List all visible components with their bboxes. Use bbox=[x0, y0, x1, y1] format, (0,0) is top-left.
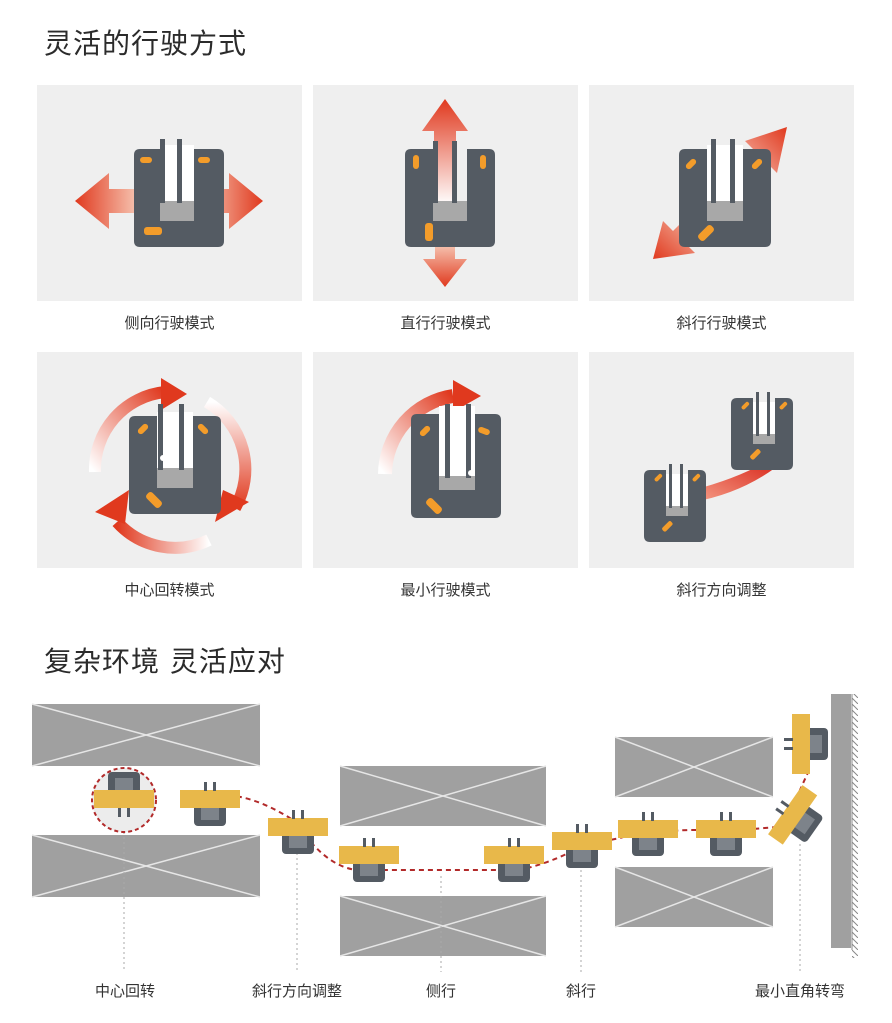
vehicle-icon bbox=[411, 404, 501, 518]
vehicle-icon bbox=[405, 141, 495, 247]
mode-panel-minimum bbox=[313, 352, 578, 568]
diagonal-mode-illustration bbox=[653, 127, 787, 259]
agv-with-load bbox=[618, 812, 678, 856]
agv-with-load bbox=[484, 838, 544, 882]
scene-label-min-right-turn: 最小直角转弯 bbox=[754, 982, 846, 1000]
mode-caption: 斜行行驶模式 bbox=[676, 314, 767, 332]
mode-panel-diagonal bbox=[589, 85, 854, 301]
shelf-rack bbox=[339, 765, 547, 827]
straight-mode-illustration bbox=[405, 99, 495, 287]
arrow-down-icon bbox=[423, 245, 467, 287]
shelf-rack bbox=[614, 866, 774, 928]
wall bbox=[831, 694, 858, 958]
mode-caption: 斜行方向调整 bbox=[676, 581, 767, 599]
agv-with-load bbox=[268, 810, 328, 854]
mode-panel-diagonal-adjust bbox=[589, 352, 854, 568]
vehicle-icon bbox=[134, 139, 224, 247]
shelf-rack bbox=[614, 736, 774, 798]
agv-with-load bbox=[339, 838, 399, 882]
lateral-mode-illustration bbox=[75, 139, 263, 247]
mode-caption: 最小行驶模式 bbox=[400, 581, 491, 599]
section-title-complex-environment: 复杂环境 灵活应对 bbox=[44, 645, 286, 678]
mode-caption: 直行行驶模式 bbox=[400, 314, 491, 332]
rotation-arrow-icon bbox=[112, 517, 212, 554]
path-arrow-icon bbox=[693, 460, 775, 502]
arrow-right-icon bbox=[201, 173, 263, 229]
mode-caption: 中心回转模式 bbox=[124, 581, 215, 599]
mode-caption: 侧向行驶模式 bbox=[124, 314, 215, 332]
vehicle-icon bbox=[731, 392, 793, 470]
vehicle-icon bbox=[679, 139, 771, 247]
warehouse-scene-diagram bbox=[31, 694, 858, 972]
scene-label-lateral: 侧行 bbox=[425, 982, 457, 1000]
section-title-driving-modes: 灵活的行驶方式 bbox=[44, 27, 248, 60]
mode-panel-center-rotation bbox=[37, 352, 302, 568]
agv-rotating bbox=[94, 772, 154, 817]
mode-panel-lateral bbox=[37, 85, 302, 301]
center-rotation-illustration bbox=[88, 378, 252, 554]
shelf-rack bbox=[31, 834, 261, 898]
scene-label-diagonal-adjust: 斜行方向调整 bbox=[251, 982, 343, 1000]
rotation-arrow-icon bbox=[88, 386, 166, 473]
shelf-rack bbox=[339, 895, 547, 957]
diagonal-adjust-illustration bbox=[644, 392, 793, 542]
rotation-arrow-icon bbox=[203, 396, 252, 511]
mode-panel-straight bbox=[313, 85, 578, 301]
agv-with-load bbox=[180, 782, 240, 826]
turn-arrow-icon bbox=[378, 389, 455, 475]
shelf-rack bbox=[31, 703, 261, 767]
arrow-left-icon bbox=[75, 173, 137, 229]
agv-with-load bbox=[696, 812, 756, 856]
minimum-mode-illustration bbox=[378, 380, 501, 518]
vehicle-icon bbox=[129, 404, 221, 514]
scene-label-diagonal: 斜行 bbox=[565, 982, 597, 1000]
agv-with-load bbox=[552, 824, 612, 868]
agv-with-load bbox=[768, 785, 823, 845]
agv-turned bbox=[784, 714, 828, 774]
vehicle-icon bbox=[644, 464, 706, 542]
scene-label-center-rotation: 中心回转 bbox=[94, 982, 156, 1000]
arrow-up-icon bbox=[422, 99, 468, 205]
